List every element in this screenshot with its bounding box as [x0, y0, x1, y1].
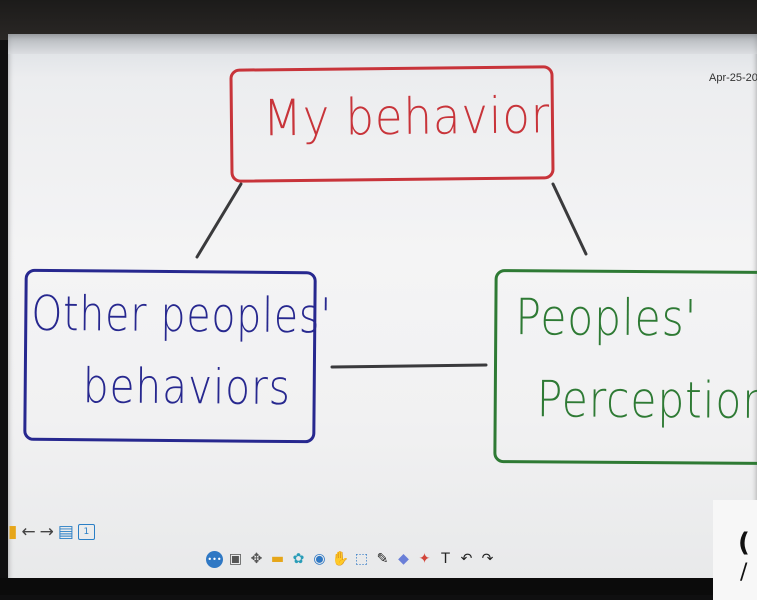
page-indicator[interactable]: 1	[77, 524, 95, 540]
back-arrow-icon[interactable]: ←	[21, 522, 36, 542]
folder-icon[interactable]: ▮	[8, 522, 18, 542]
foreground-paper-mark: /	[740, 560, 748, 585]
hand-icon[interactable]: ✋	[331, 551, 350, 567]
text-icon[interactable]: T	[441, 551, 450, 567]
foreground-paper	[713, 500, 757, 600]
peoples-perception-line2: Perception	[536, 370, 757, 430]
shapes-icon[interactable]: ✦	[418, 551, 431, 567]
peoples-perception-line1: Peoples'	[515, 288, 698, 348]
monitor-bezel-top	[0, 0, 757, 40]
undo-icon[interactable]: ↶	[460, 551, 473, 567]
foreground-paper-mark: (	[738, 528, 750, 558]
redo-icon[interactable]: ↷	[481, 551, 494, 567]
connector-lines	[195, 182, 588, 369]
add-page-icon[interactable]: ▤	[57, 522, 74, 542]
folder-icon[interactable]: ▬	[270, 551, 285, 567]
pen-icon[interactable]: ✎	[376, 551, 389, 567]
move-icon[interactable]: ✥	[250, 551, 263, 567]
connector-top-left	[195, 182, 243, 259]
page-navigation: ▮ ← → ▤ 1	[8, 521, 95, 543]
monitor-bezel-bottom	[0, 578, 757, 595]
bottom-toolbar: ••• ▣ ✥ ▬ ✿ ◉ ✋⬚ ✎ ◆ ✦ T ↶ ↷	[206, 548, 496, 570]
whiteboard-screen[interactable]: Apr-25-20 My behavior Other peoples' beh…	[8, 34, 757, 582]
settings-icon[interactable]: ✿	[292, 551, 305, 567]
screen-top-band	[8, 34, 757, 54]
eraser-icon[interactable]: ◆	[398, 551, 409, 567]
other-peoples-behaviors-box[interactable]: Other peoples' behaviors	[23, 268, 332, 444]
forward-arrow-icon[interactable]: →	[39, 522, 54, 542]
menu-icon[interactable]: •••	[206, 550, 223, 568]
other-peoples-line1: Other peoples'	[31, 285, 333, 345]
my-behavior-box[interactable]: My behavior	[229, 65, 555, 183]
other-peoples-line2: behaviors	[82, 358, 291, 417]
connector-top-right	[551, 182, 588, 256]
peoples-perception-box[interactable]: Peoples' Perception	[493, 269, 757, 465]
my-behavior-text: My behavior	[262, 86, 551, 148]
screenshot-icon[interactable]: ▣	[228, 551, 243, 567]
select-icon[interactable]: ⬚	[354, 551, 369, 567]
browser-icon[interactable]: ◉	[313, 551, 326, 567]
connector-bottom	[330, 363, 488, 369]
date-stamp: Apr-25-20	[709, 72, 757, 84]
